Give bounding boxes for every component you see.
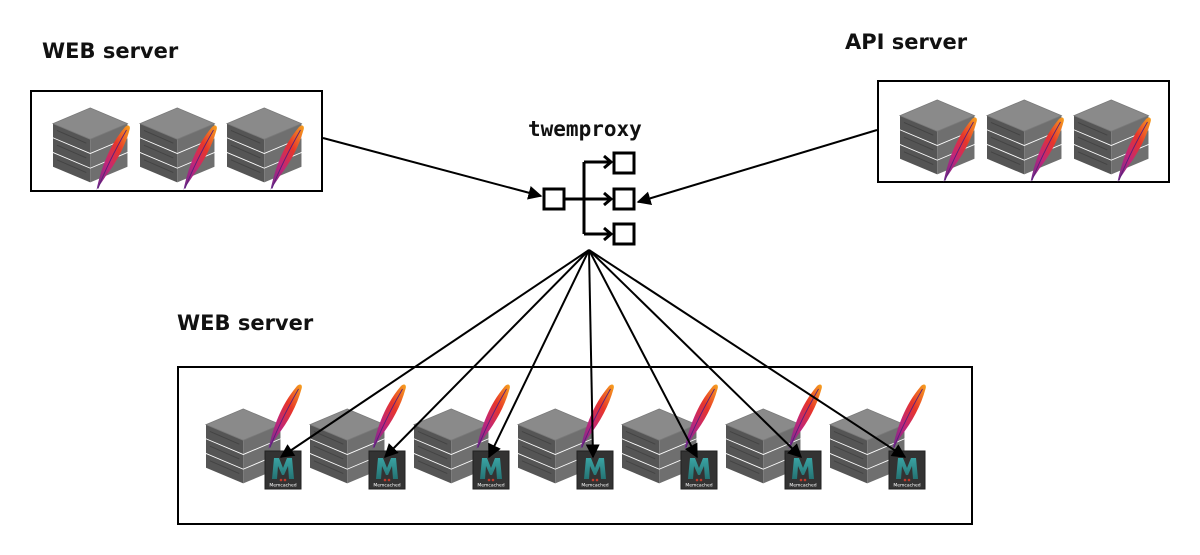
server-icon	[308, 408, 386, 484]
web-memcached-node: Memcached	[620, 384, 718, 490]
memcached-icon: Memcached	[576, 450, 614, 490]
api-server-node	[1072, 99, 1151, 182]
web-server-top-node	[51, 107, 130, 190]
memcached-badge-text: Memcached	[789, 483, 816, 489]
memcached-badge-text: Memcached	[893, 483, 920, 489]
memcached-icon: Memcached	[888, 450, 926, 490]
apache-feather-icon	[268, 384, 302, 449]
apache-feather-icon	[788, 384, 822, 449]
web-memcached-node: Memcached	[308, 384, 406, 490]
twemproxy-label: twemproxy	[528, 117, 642, 141]
api-to-twemproxy-arrow	[636, 129, 878, 206]
web-memcached-node: Memcached	[724, 384, 822, 490]
memcached-badge-text: Memcached	[269, 483, 296, 489]
apache-feather-icon	[892, 384, 926, 449]
memcached-icon: Memcached	[368, 450, 406, 490]
web-memcached-node: Memcached	[412, 384, 510, 490]
memcached-badge-text: Memcached	[581, 483, 608, 489]
web-server-bottom-label: WEB server	[177, 311, 314, 335]
apache-feather-icon	[684, 384, 718, 449]
connections	[279, 129, 907, 459]
proxy-to-memcached-4-arrow	[585, 249, 600, 459]
memcached-badge-text: Memcached	[373, 483, 400, 489]
web-server-top-group	[30, 90, 323, 192]
web-memcached-node: Memcached	[828, 384, 926, 490]
apache-feather-icon	[183, 125, 217, 190]
apache-feather-icon	[1117, 117, 1151, 182]
web-server-top-node	[225, 107, 304, 190]
memcached-badge-text: Memcached	[477, 483, 504, 489]
web-server-top-label: WEB server	[42, 39, 179, 63]
memcached-badge-text: Memcached	[685, 483, 712, 489]
web-top-to-twemproxy-arrow	[322, 137, 543, 200]
memcached-icon: Memcached	[472, 450, 510, 490]
api-server-group	[877, 80, 1170, 183]
server-icon	[412, 408, 490, 484]
memcached-icon: Memcached	[784, 450, 822, 490]
proxy-to-memcached-5-arrow	[588, 249, 698, 459]
apache-feather-icon	[476, 384, 510, 449]
apache-feather-icon	[943, 117, 977, 182]
apache-feather-icon	[96, 125, 130, 190]
web-server-top-node	[138, 107, 217, 190]
api-server-label: API server	[845, 30, 968, 54]
proxy-to-memcached-7-arrow	[588, 249, 907, 458]
proxy-to-memcached-1-arrow	[279, 249, 590, 458]
twemproxy-icon	[542, 151, 636, 246]
web-memcached-node: Memcached	[516, 384, 614, 490]
web-server-bottom-group	[177, 366, 973, 525]
apache-feather-icon	[580, 384, 614, 449]
api-server-node	[985, 99, 1064, 182]
apache-feather-icon	[372, 384, 406, 449]
server-icon	[620, 408, 698, 484]
web-memcached-node: Memcached	[204, 384, 302, 490]
server-icon	[828, 408, 906, 484]
proxy-to-memcached-3-arrow	[488, 249, 590, 459]
proxy-to-memcached-6-arrow	[588, 249, 803, 458]
apache-feather-icon	[270, 125, 304, 190]
server-icon	[1072, 99, 1150, 175]
apache-feather-icon	[1030, 117, 1064, 182]
memcached-icon: Memcached	[680, 450, 718, 490]
proxy-to-memcached-2-arrow	[384, 249, 590, 458]
api-server-node	[898, 99, 977, 182]
